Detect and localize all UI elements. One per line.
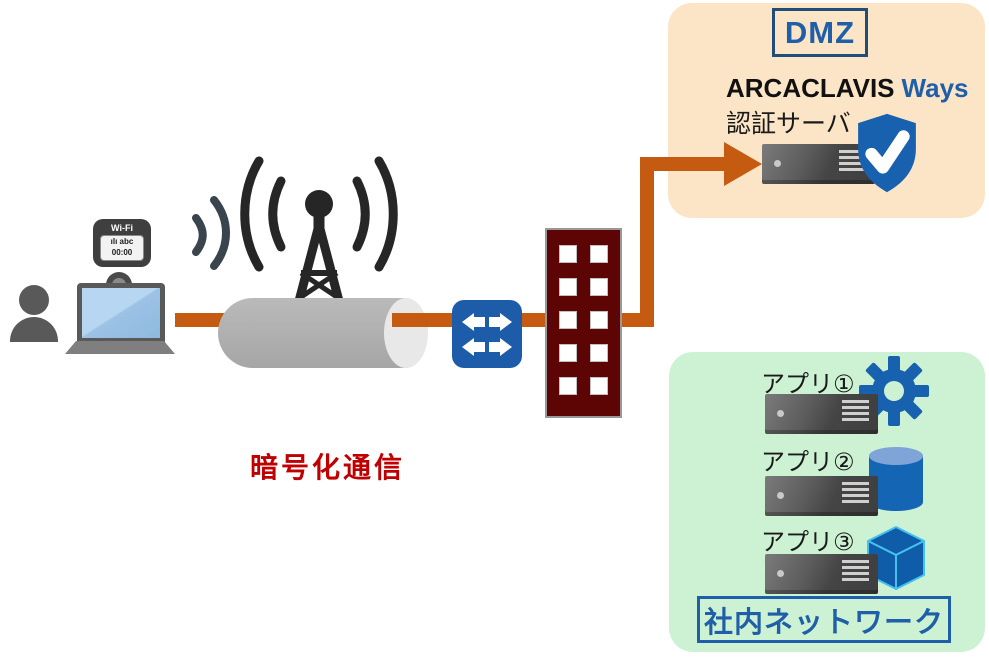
switch-arrow-left	[460, 309, 487, 334]
wifi-router-screen: ılı abc 00:00	[100, 235, 144, 261]
arrowhead-icon	[724, 142, 762, 186]
product-suffix: Ways	[901, 73, 969, 103]
building-window	[590, 311, 608, 329]
auth-server-label: 認証サーバ	[726, 110, 851, 138]
internal-network-zone: アプリ① アプリ② アプリ③	[669, 352, 985, 652]
user-icon	[19, 285, 49, 315]
link-line-segment	[175, 313, 230, 327]
laptop-base	[65, 341, 175, 354]
app1-label: アプリ①	[761, 371, 855, 398]
laptop-wifi-bump-icon	[106, 272, 132, 286]
building-window	[559, 377, 577, 395]
database-icon	[869, 447, 923, 511]
firewall-building-icon	[545, 228, 622, 418]
encrypted-communication-label: 暗号化通信	[250, 452, 406, 483]
building-window	[559, 245, 577, 263]
link-line-vertical	[640, 157, 654, 327]
vpn-tunnel-icon	[218, 298, 408, 368]
network-switch-icon	[452, 300, 522, 368]
app2-label: アプリ②	[761, 449, 855, 476]
building-window	[590, 278, 608, 296]
dmz-label: DMZ	[784, 14, 856, 50]
app2-server-icon	[765, 476, 878, 516]
wifi-clock-text: 00:00	[111, 248, 133, 257]
switch-arrow-left	[460, 334, 487, 359]
shield-check-icon	[858, 113, 916, 193]
app3-label: アプリ③	[761, 529, 855, 556]
laptop-screen	[82, 288, 160, 338]
building-window	[559, 344, 577, 362]
switch-arrow-right	[487, 309, 514, 334]
link-line-to-dmz	[646, 157, 728, 171]
building-window	[559, 278, 577, 296]
vpn-tunnel-opening	[384, 298, 428, 368]
switch-arrow-right	[487, 334, 514, 359]
signal-waves-small-icon	[192, 196, 230, 270]
product-name: ARCACLAVIS	[726, 73, 895, 103]
building-window	[590, 377, 608, 395]
dmz-label-box: DMZ	[772, 8, 868, 57]
user-icon-body	[10, 317, 58, 342]
building-window	[590, 344, 608, 362]
building-window	[559, 311, 577, 329]
app1-server-icon	[765, 394, 878, 434]
internal-network-label: 社内ネットワーク	[697, 596, 951, 643]
mobile-wifi-router-icon: Wi-Fi ılı abc 00:00	[93, 219, 151, 267]
wifi-router-title: Wi-Fi	[111, 223, 133, 233]
gear-icon	[859, 356, 929, 426]
building-window	[590, 245, 608, 263]
auth-server-icon	[762, 144, 875, 184]
wifi-signal-text: ılı abc	[110, 237, 134, 246]
app3-server-icon	[765, 554, 878, 594]
laptop-icon	[77, 283, 165, 343]
